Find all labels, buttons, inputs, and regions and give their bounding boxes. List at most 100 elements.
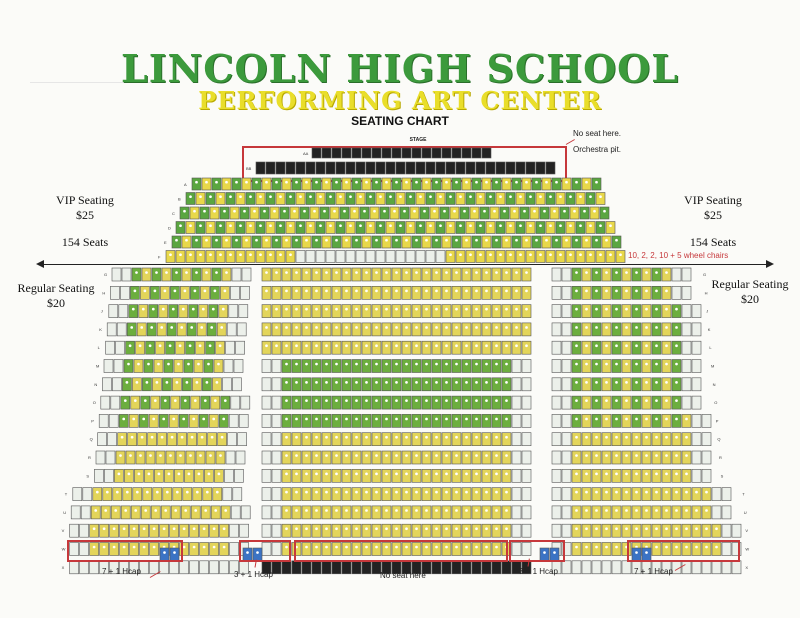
row-label-regular: L <box>98 345 101 350</box>
seat <box>531 177 542 191</box>
seat <box>203 359 214 373</box>
seat <box>117 432 127 447</box>
seat <box>173 359 184 373</box>
seat <box>581 267 592 282</box>
row-label-regular: G <box>104 272 107 277</box>
seat <box>671 450 682 465</box>
seat <box>681 432 692 447</box>
seat <box>631 267 642 282</box>
seat <box>391 487 402 501</box>
seat <box>621 322 632 337</box>
seat <box>491 359 502 373</box>
seat <box>681 285 692 300</box>
seat <box>631 487 642 501</box>
seat <box>431 285 442 300</box>
seat <box>79 523 89 538</box>
seat <box>591 468 602 483</box>
seat <box>411 377 422 392</box>
seat <box>461 377 472 392</box>
seat <box>215 340 225 355</box>
seat <box>401 414 412 428</box>
seat <box>174 468 184 483</box>
seat <box>361 523 372 538</box>
seat <box>255 250 266 263</box>
seat <box>361 505 372 520</box>
seat <box>189 560 199 575</box>
seat <box>215 450 226 465</box>
seat <box>571 505 582 520</box>
hcap-label-left: 7 + 1 Hcap <box>102 567 141 576</box>
seat <box>152 377 162 392</box>
seat <box>341 235 352 249</box>
seat <box>441 377 452 392</box>
seat <box>331 304 342 318</box>
seat <box>421 304 432 318</box>
seat <box>421 505 432 520</box>
seat <box>511 505 522 520</box>
seat <box>159 560 169 575</box>
seat <box>621 285 632 300</box>
seat <box>475 221 486 234</box>
seat <box>435 161 446 175</box>
seat <box>531 235 542 249</box>
seat <box>295 161 306 175</box>
seat <box>365 161 376 175</box>
seat <box>371 487 382 501</box>
seat <box>401 487 412 501</box>
seat <box>401 377 412 392</box>
seat <box>431 177 442 191</box>
seat <box>661 304 672 318</box>
seat <box>581 340 592 355</box>
seat <box>301 235 312 249</box>
seat <box>471 523 482 538</box>
seat <box>107 432 117 447</box>
seat <box>149 542 159 556</box>
seat <box>311 359 322 373</box>
seat <box>691 340 702 355</box>
chart-label: SEATING CHART <box>351 114 449 128</box>
seat <box>411 414 422 428</box>
seat <box>341 177 352 191</box>
seat <box>399 206 410 220</box>
seat <box>261 322 272 337</box>
seat <box>218 304 229 318</box>
seat <box>180 505 191 520</box>
seat <box>291 267 302 282</box>
seat <box>311 523 322 538</box>
seat <box>301 322 312 337</box>
seat <box>351 304 362 318</box>
seat <box>231 177 242 191</box>
orchestra-pit-note: Orchestra pit. <box>573 145 622 154</box>
seat <box>79 542 89 556</box>
seat <box>511 359 522 373</box>
row-label-regular-right: R <box>719 455 722 460</box>
seat <box>501 340 512 355</box>
seat <box>601 432 612 447</box>
seat <box>721 505 732 520</box>
seat <box>571 304 582 318</box>
hcap-box-center-right <box>509 540 565 562</box>
row-label-regular-right: X <box>745 565 748 570</box>
seat <box>225 250 236 263</box>
seat <box>431 542 442 556</box>
seat <box>571 359 582 373</box>
seat <box>95 450 106 465</box>
seat <box>329 206 340 220</box>
seat <box>481 468 492 483</box>
seat <box>425 192 436 205</box>
seat <box>711 487 722 501</box>
seat <box>114 468 124 483</box>
seat <box>281 468 292 483</box>
seat <box>321 359 332 373</box>
seat <box>120 505 131 520</box>
seat <box>291 304 302 318</box>
seat <box>591 235 602 249</box>
seat <box>631 395 642 410</box>
seat <box>220 285 230 300</box>
seat <box>172 377 182 392</box>
seat <box>651 505 662 520</box>
seat <box>691 505 702 520</box>
seat <box>579 206 590 220</box>
seat <box>381 147 392 159</box>
seat <box>185 340 195 355</box>
